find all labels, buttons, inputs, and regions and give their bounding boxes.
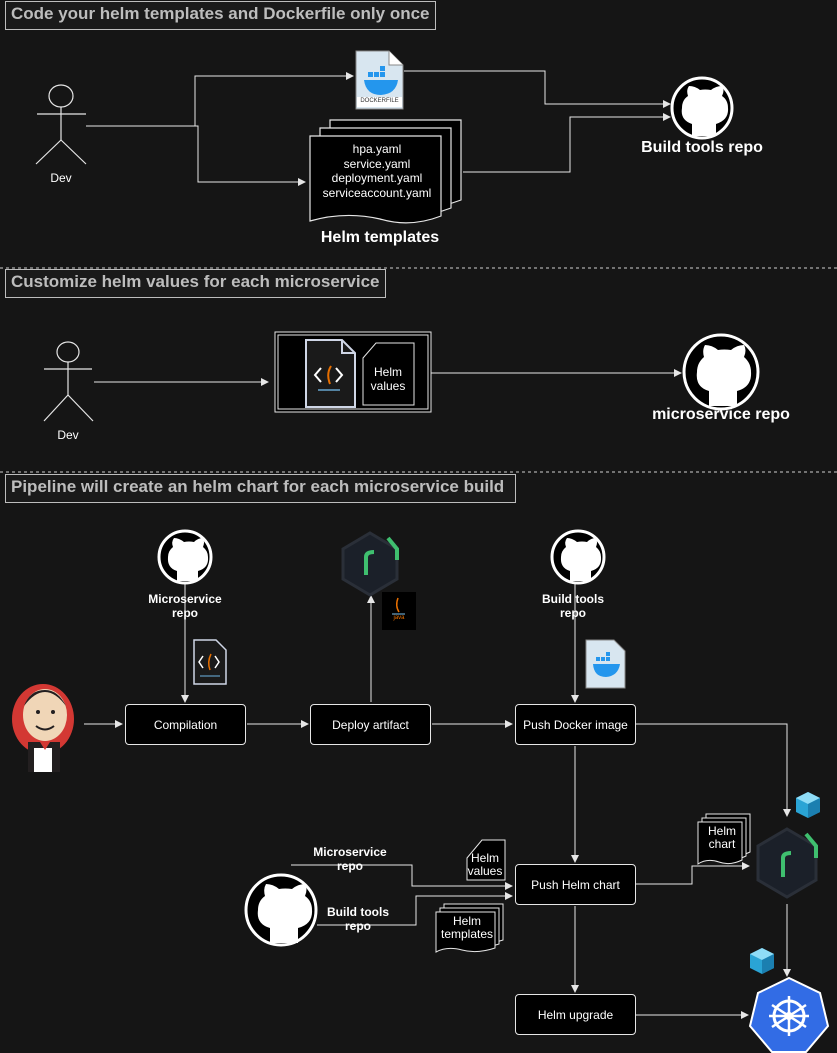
github-icon-microservice-repo — [682, 333, 760, 411]
section-title-2: Customize helm values for each microserv… — [5, 269, 386, 298]
pipeline-bt-repo-label: Build tools repo — [542, 592, 604, 620]
lower-helm-values-label: Helm values — [467, 851, 503, 878]
dockerfile-to-repo-arrow — [404, 70, 671, 108]
section-title-1: Code your helm templates and Dockerfile … — [5, 1, 436, 30]
dev2-label: Dev — [57, 428, 79, 442]
pipeline-ms-repo-label: Microservice repo — [148, 592, 222, 620]
dev-label: Dev — [50, 171, 72, 185]
lower-ms-repo-label: Microservice repo — [313, 845, 387, 873]
helm-chart-label: Helm chart — [707, 824, 736, 851]
github-icon-build-tools — [670, 76, 734, 140]
artifact-repository-icon — [341, 531, 399, 597]
lower-btrepo-to-push-helm-arrow — [317, 892, 513, 926]
values-box-inner — [277, 334, 429, 410]
dev-to-templates-arrow — [86, 125, 306, 186]
dockerfile-icon — [355, 50, 404, 110]
helm-upgrade-step[interactable]: Helm upgrade — [515, 994, 636, 1035]
java-jar-icon — [382, 592, 416, 630]
github-icon-bt-repo-pipeline — [550, 529, 606, 585]
template-item: service.yaml — [343, 156, 411, 171]
templates-to-repo-arrow — [463, 113, 671, 173]
helm-values-card — [362, 342, 415, 406]
helm-templates-stack-icon — [309, 119, 462, 224]
jenkins-icon — [12, 684, 74, 772]
helm-chart-stack-icon — [697, 813, 751, 865]
template-item: deployment.yaml — [331, 171, 423, 185]
helm-templates-caption: Helm templates — [320, 229, 440, 246]
java-file-small-icon — [193, 639, 227, 685]
push-docker-image-step[interactable]: Push Docker image — [515, 704, 636, 745]
deploy-artifact-step[interactable]: Deploy artifact — [310, 704, 431, 745]
dockerfile-small-icon — [585, 639, 626, 689]
github-icon-lower — [244, 873, 318, 947]
helm-templates-list: hpa.yaml service.yaml deployment.yaml se… — [310, 142, 444, 200]
compilation-step[interactable]: Compilation — [125, 704, 246, 745]
github-icon-ms-repo-pipeline — [157, 529, 213, 585]
template-item: hpa.yaml — [352, 142, 402, 156]
java-file-large-icon — [305, 339, 356, 408]
microservice-repo-caption: microservice repo — [652, 406, 790, 423]
push-helm-to-registry-arrow — [636, 862, 750, 885]
dev-actor-icon — [35, 84, 87, 165]
package-cube-icon — [796, 792, 820, 818]
build-tools-repo-caption: Build tools repo — [641, 139, 763, 156]
lower-helm-templates-label: Helm templates — [440, 914, 494, 941]
helm-values-label: Helm values — [370, 365, 406, 393]
helm-registry-icon — [756, 827, 818, 899]
kubernetes-icon — [748, 976, 830, 1053]
section-title-3: Pipeline will create an helm chart for e… — [5, 474, 516, 503]
lower-msrepo-to-push-helm-arrow — [291, 864, 513, 890]
dockerfile-tag: DOCKERFILE — [360, 98, 399, 104]
lower-helm-templates-stack-icon — [435, 903, 504, 953]
package-cube-icon-2 — [750, 948, 774, 974]
lower-bt-repo-label: Build tools repo — [327, 905, 389, 933]
lower-helm-values-card — [466, 839, 506, 881]
dev2-actor-icon — [43, 341, 94, 422]
push-docker-to-registry-arrow — [636, 723, 791, 817]
java-tag: java — [393, 615, 405, 621]
template-item: serviceaccount.yaml — [322, 185, 432, 200]
push-helm-chart-step[interactable]: Push Helm chart — [515, 864, 636, 905]
